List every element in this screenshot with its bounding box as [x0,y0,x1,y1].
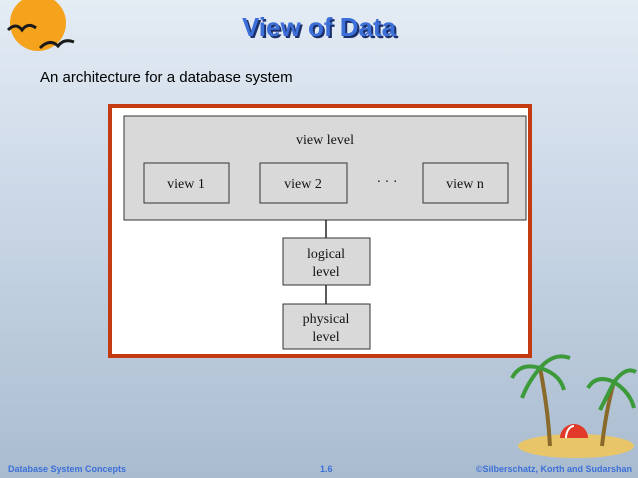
view-n-box [422,162,509,204]
slide-title: View of Data [241,12,397,42]
view-2-box [259,162,348,204]
view-level-label: view level [296,133,354,148]
view-1-box [143,162,230,204]
logical-level-line1: logical [307,247,345,262]
view-n-label: view n [446,177,484,192]
physical-level-box [282,303,371,350]
palm-island-icon [510,354,638,458]
footer-page-number: 1.6 [320,464,333,474]
view-2-label: view 2 [284,177,322,192]
physical-level-line2: level [312,330,339,345]
view-ellipsis: · · · [377,175,398,190]
physical-level-line1: physical [303,312,350,327]
footer-course-title: Database System Concepts [8,464,127,474]
architecture-diagram: view level view 1 view 2 · · · view n lo… [108,104,532,358]
view-1-label: view 1 [167,177,205,192]
sun-birds-logo-icon [6,0,75,51]
slide-subtitle: An architecture for a database system [40,69,293,86]
footer-copyright: ©Silberschatz, Korth and Sudarshan [475,464,632,474]
logical-level-box [282,237,371,286]
logical-level-line2: level [312,265,339,280]
